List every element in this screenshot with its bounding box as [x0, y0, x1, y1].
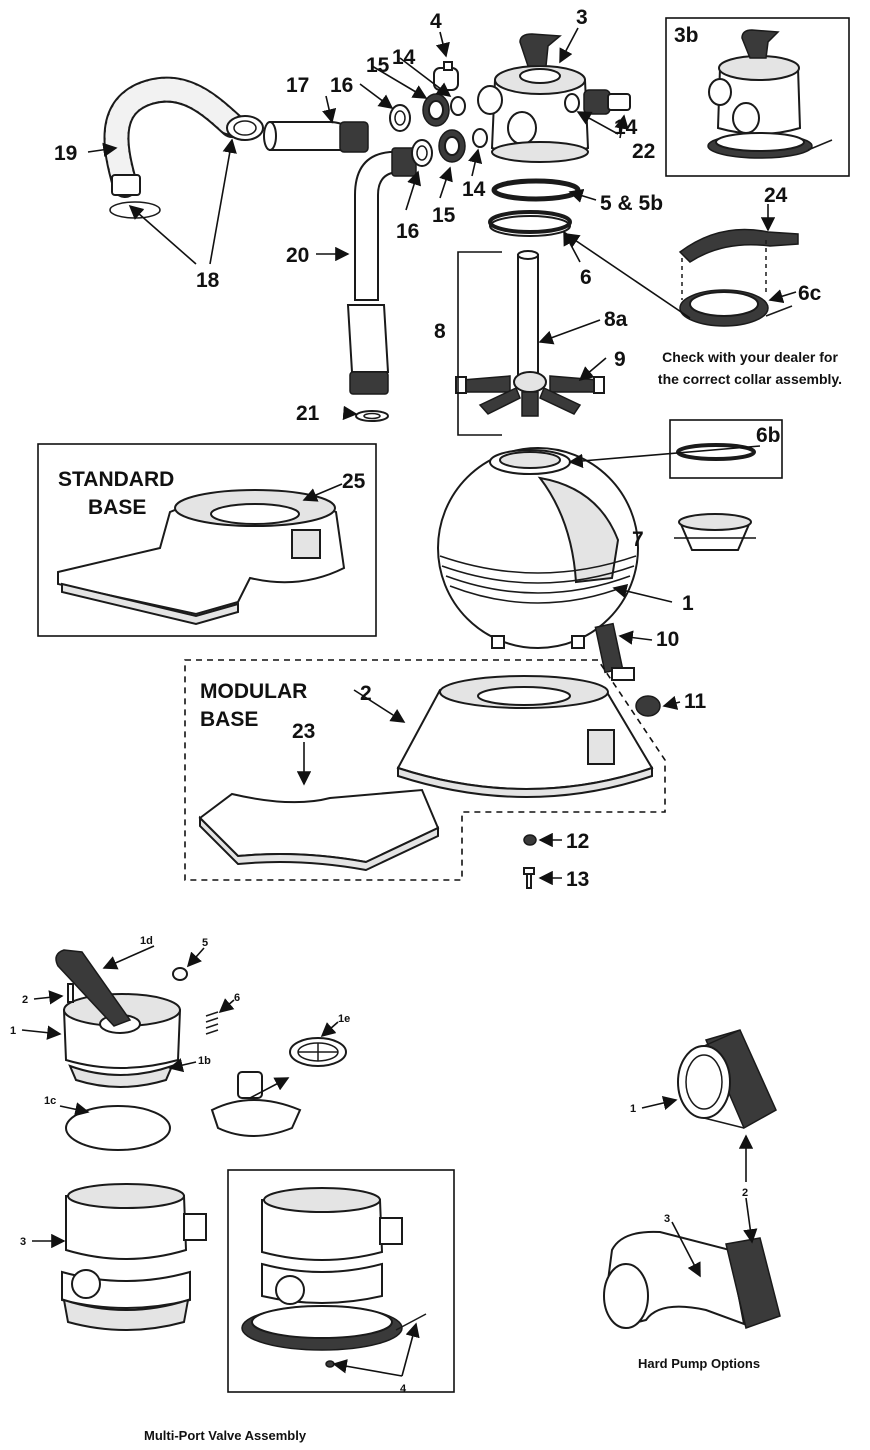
callout-4: 4 [430, 10, 442, 33]
callout-11: 11 [684, 690, 707, 713]
callout-9: 9 [614, 348, 626, 371]
valve-callout-1c: 1c [44, 1095, 56, 1107]
flex-hose-19 [103, 76, 264, 219]
callout-1: 1 [682, 592, 694, 615]
multiport-valve-assembly [55, 949, 455, 1393]
modular-base-label-line1: MODULAR [200, 680, 307, 703]
callout-13: 13 [566, 868, 589, 891]
callout-17: 17 [286, 74, 309, 97]
valve-callout-3: 3 [20, 1236, 26, 1248]
valve-callout-5: 5 [202, 937, 208, 949]
standard-base-label-line2: BASE [88, 496, 146, 519]
callout-3: 3 [576, 6, 588, 29]
valve-3b [707, 29, 833, 159]
callout-14-middle: 14 [462, 178, 486, 201]
standard-base-25 [57, 489, 346, 626]
collar-assembly-24-6c [678, 228, 799, 327]
drain-10-and-cap-11 [594, 622, 661, 717]
main-callout-leaders [87, 27, 797, 886]
valve-callout-1: 1 [10, 1025, 16, 1037]
callout-14-right: 14 [614, 116, 638, 139]
callout-6: 6 [580, 266, 592, 289]
o-ring-5-and-clamp-6 [488, 178, 581, 237]
nut-12-and-bolt-13 [523, 834, 537, 889]
callout-7: 7 [632, 528, 644, 551]
callout-3b: 3b [674, 24, 699, 47]
callout-18: 18 [196, 269, 220, 292]
hard-pump-leaders [641, 1095, 758, 1278]
caption-hard-pump-options: Hard Pump Options [638, 1356, 760, 1371]
callout-6b: 6b [756, 424, 781, 447]
callout-15-top: 15 [366, 54, 390, 77]
callout-10: 10 [656, 628, 679, 651]
callout-16-bottom: 16 [396, 220, 419, 243]
callout-8: 8 [434, 320, 446, 343]
multiport-valve-3 [477, 33, 631, 163]
valve-3b-box [665, 17, 850, 177]
callout-21: 21 [296, 402, 320, 425]
valve-callout-2: 2 [22, 994, 28, 1006]
modular-base-2 [396, 675, 654, 798]
callout-24: 24 [764, 184, 788, 207]
valve-callout-1b: 1b [198, 1055, 211, 1067]
base-pan-23 [198, 788, 440, 872]
callout-25: 25 [342, 470, 366, 493]
pump-callout-2: 2 [742, 1187, 748, 1199]
valve-assembly-labels: 1d 5 2 6 1 1e 1b 1c 3 4 [10, 935, 407, 1395]
pipe-assembly-20 [346, 147, 417, 422]
callout-14-top: 14 [392, 46, 416, 69]
callout-20: 20 [286, 244, 309, 267]
pump-callout-3: 3 [664, 1213, 670, 1225]
o-ring-6b [676, 443, 756, 461]
valve-callout-1e: 1e [338, 1013, 350, 1025]
filter-tank-1 [437, 447, 639, 649]
callout-16-top: 16 [330, 74, 353, 97]
dealer-note-line1: Check with your dealer for [662, 349, 838, 365]
valve-assembly-leaders [21, 945, 420, 1377]
callout-6c: 6c [798, 282, 822, 305]
caption-multiport-valve-assembly: Multi-Port Valve Assembly [144, 1428, 307, 1443]
lateral-assembly-8 [455, 250, 605, 417]
callout-12: 12 [566, 830, 589, 853]
modular-base-label-line2: BASE [200, 708, 258, 731]
callout-19: 19 [54, 142, 77, 165]
valve-callout-1d: 1d [140, 935, 153, 947]
main-callout-labels: 4 3 14 15 16 17 19 18 20 16 15 14 14 22 … [54, 6, 842, 891]
hard-pump-options [603, 1029, 781, 1329]
o-ring-6b-box [669, 419, 783, 479]
valve-callout-4: 4 [400, 1383, 407, 1395]
standard-base-box [37, 443, 377, 637]
callout-22: 22 [632, 140, 655, 163]
valve-callout-6: 6 [234, 992, 240, 1004]
pump-callout-1: 1 [630, 1103, 636, 1115]
callout-5-5b: 5 & 5b [600, 192, 663, 215]
standard-base-label-line1: STANDARD [58, 468, 174, 491]
callout-15-bottom: 15 [432, 204, 456, 227]
callout-8a: 8a [604, 308, 628, 331]
dealer-note-line2: the correct collar assembly. [658, 371, 842, 387]
bracket-8 [457, 251, 502, 436]
modular-base-box [184, 659, 666, 881]
basket-7 [678, 513, 752, 551]
elbow-fitting-17 [263, 121, 369, 153]
hard-pump-labels: 1 2 3 [630, 1103, 748, 1225]
callout-2: 2 [360, 682, 372, 705]
callout-23: 23 [292, 720, 315, 743]
